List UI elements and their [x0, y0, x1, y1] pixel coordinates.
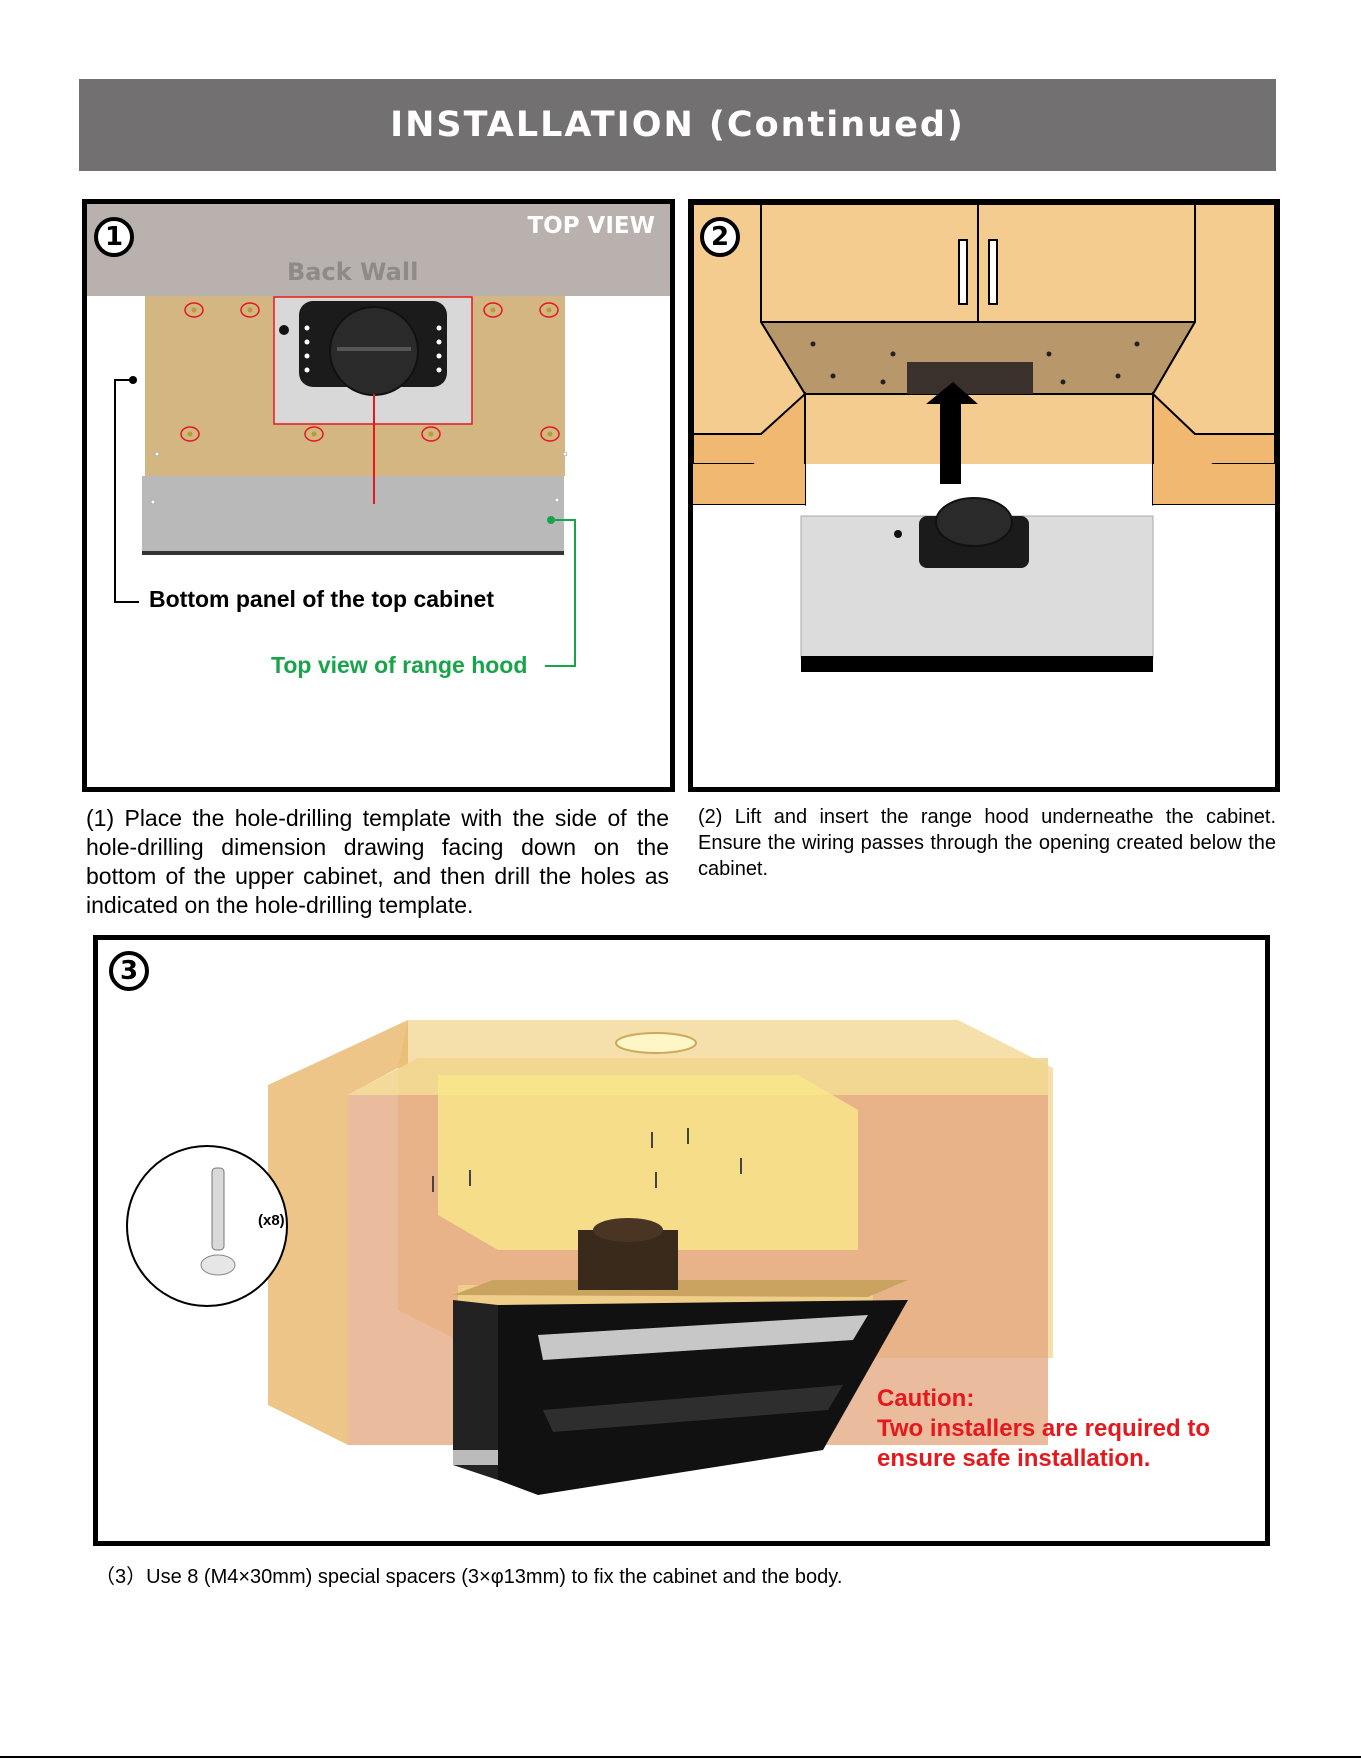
caution-line-1: Two installers are required to: [877, 1415, 1210, 1442]
step1-number-badge: 1: [94, 217, 134, 257]
step3-illustration: [126, 1020, 1053, 1495]
range-hood-label: Top view of range hood: [271, 652, 528, 678]
step2-number-badge: 2: [700, 217, 740, 257]
step2-figure: 2: [688, 199, 1280, 792]
screw-hole-markers: [180, 302, 560, 442]
step1-caption: (1) Place the hole-drilling template wit…: [86, 805, 669, 918]
top-view-label: TOP VIEW: [527, 213, 655, 239]
back-wall-shape: [87, 204, 670, 296]
bottom-panel-label: Bottom panel of the top cabinet: [149, 586, 494, 612]
page-header: INSTALLATION (Continued): [79, 79, 1276, 171]
step3-number-badge: 3: [109, 951, 149, 991]
back-wall-label: Back Wall: [287, 258, 419, 286]
lift-arrow-up: [926, 382, 978, 484]
footer-rule: [0, 1756, 1361, 1758]
range-hood-body: [142, 476, 564, 554]
step3-caption: （3）Use 8 (M4×30mm) special spacers (3×φ1…: [95, 1566, 843, 1588]
step1-figure: 1 TOP VIEW Back Wall Bottom panel of the…: [82, 199, 675, 792]
spacer-quantity-label: (x8): [258, 1212, 285, 1229]
caution-title: Caution:: [877, 1385, 975, 1412]
page-title: INSTALLATION (Continued): [390, 105, 965, 145]
spacer-detail-callout: [126, 1145, 288, 1307]
step2-illustration: [693, 204, 1275, 672]
caution-line-2: ensure safe installation.: [877, 1445, 1151, 1472]
step2-caption: (2) Lift and insert the range hood under…: [698, 806, 1276, 880]
step1-illustration: [87, 204, 670, 667]
step3-figure: 3 (x8) Caution: Two installers are requi…: [93, 935, 1270, 1546]
